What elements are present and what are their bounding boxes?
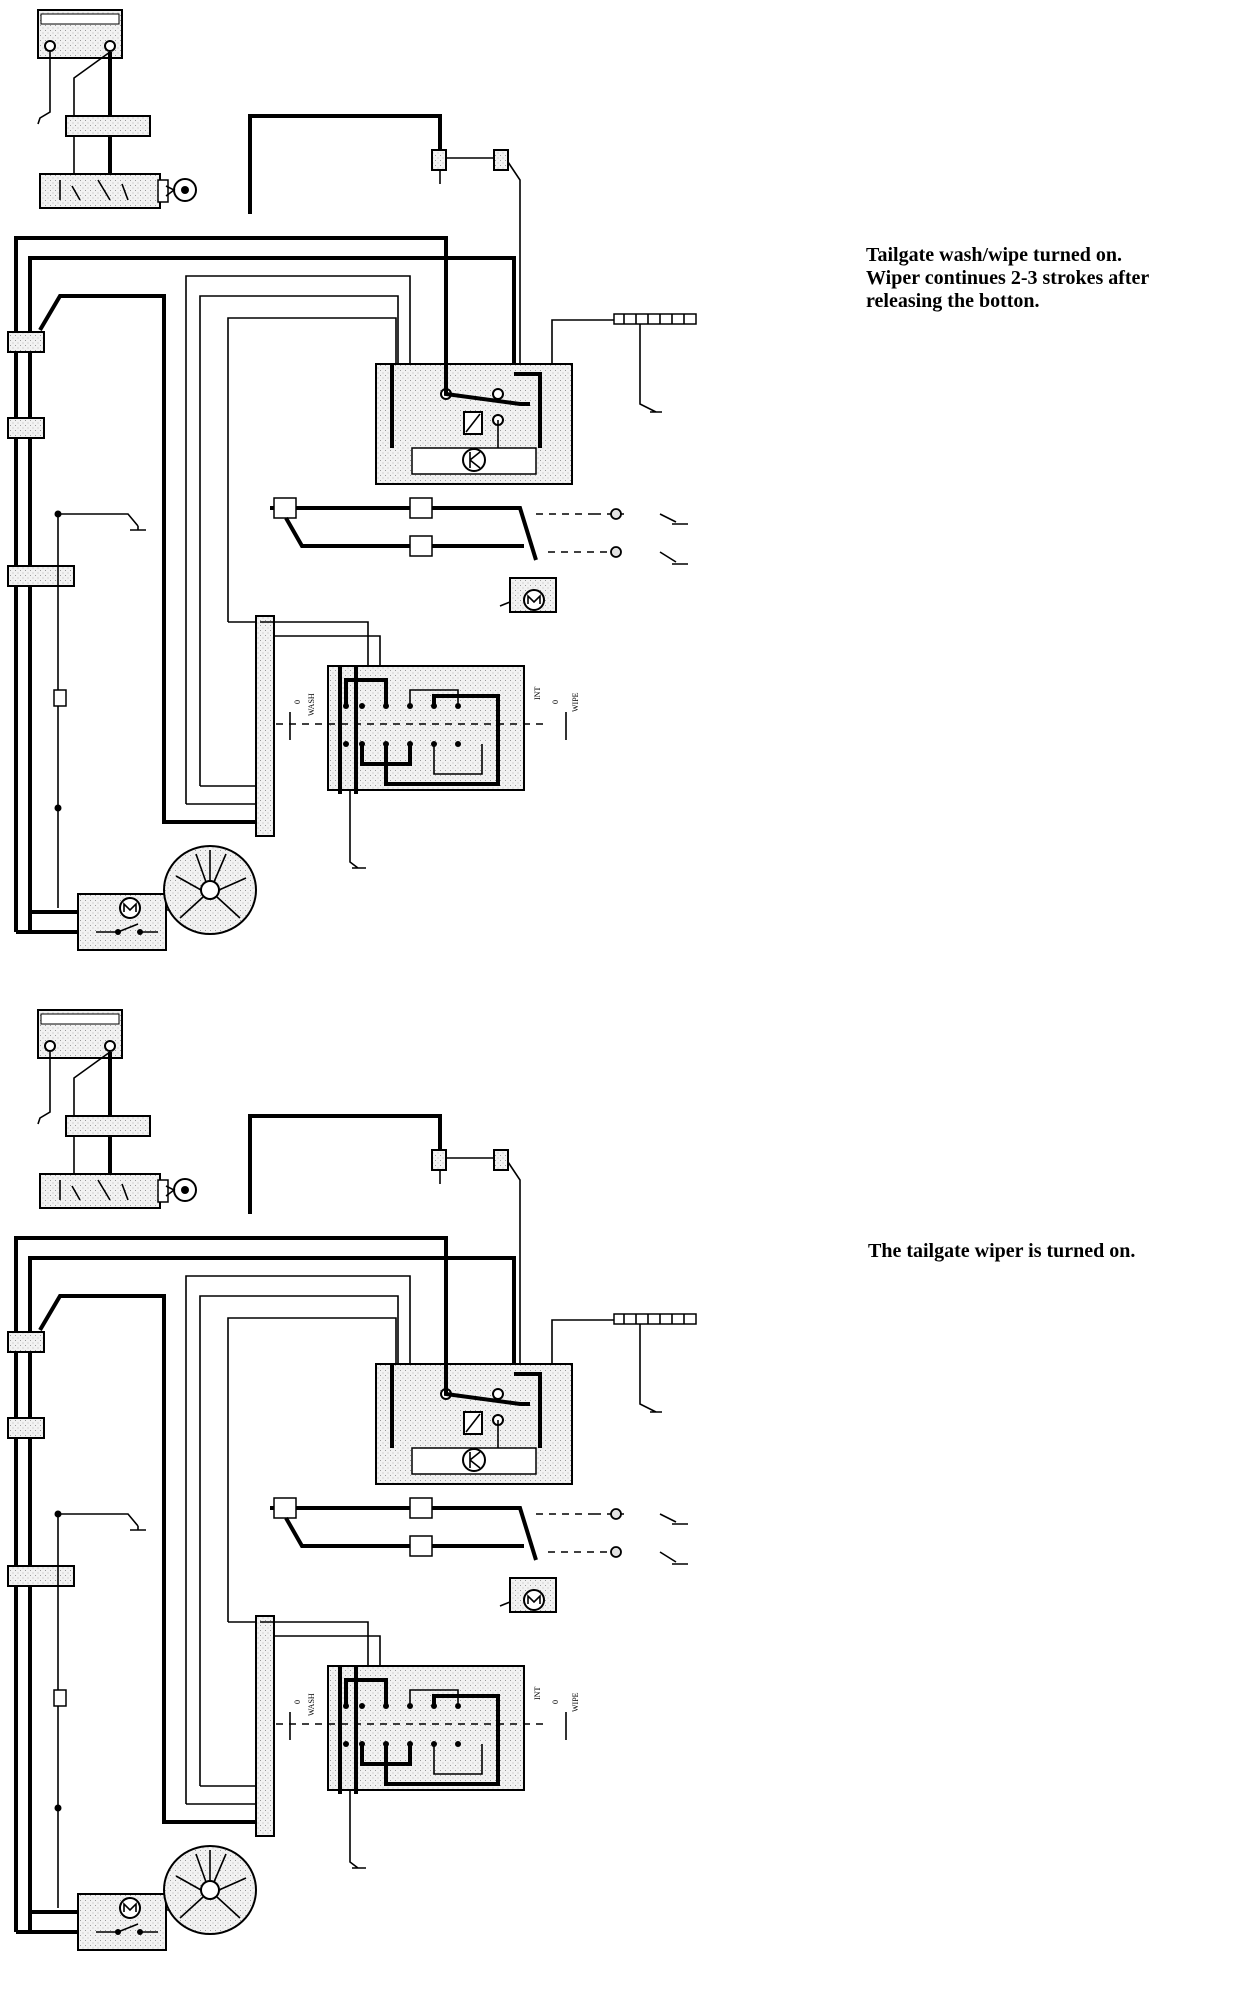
caption-line: The tailgate wiper is turned on. — [868, 1240, 1136, 1262]
wiring-diagram-wash-wipe — [6, 8, 698, 952]
switch-label-int: INT — [533, 687, 542, 700]
switch-label-wash: WASH — [307, 1693, 316, 1716]
switch-label-wash: WASH — [307, 693, 316, 716]
switch-label-off: 0 — [293, 700, 302, 704]
caption-line: releasing the botton. — [866, 290, 1040, 312]
caption-line: Wiper continues 2-3 strokes after — [866, 267, 1150, 289]
wiring-diagram-wipe — [6, 1008, 698, 1952]
switch-labels-1: 0 WASH INT 0 WIPE — [293, 687, 580, 716]
switch-labels-2: 0 WASH INT 0 WIPE — [293, 1687, 580, 1716]
switch-label-int: INT — [533, 1687, 542, 1700]
switch-label-off-2: 0 — [551, 1700, 560, 1704]
switch-label-wipe: WIPE — [571, 1692, 580, 1712]
switch-label-off-2: 0 — [551, 700, 560, 704]
caption-wipe: The tailgate wiper is turned on. — [868, 1240, 1135, 1263]
switch-label-wipe: WIPE — [571, 692, 580, 712]
switch-label-off: 0 — [293, 1700, 302, 1704]
caption-line: Tailgate wash/wipe turned on. — [866, 244, 1122, 266]
caption-wash-wipe: Tailgate wash/wipe turned on. Wiper cont… — [866, 244, 1149, 313]
